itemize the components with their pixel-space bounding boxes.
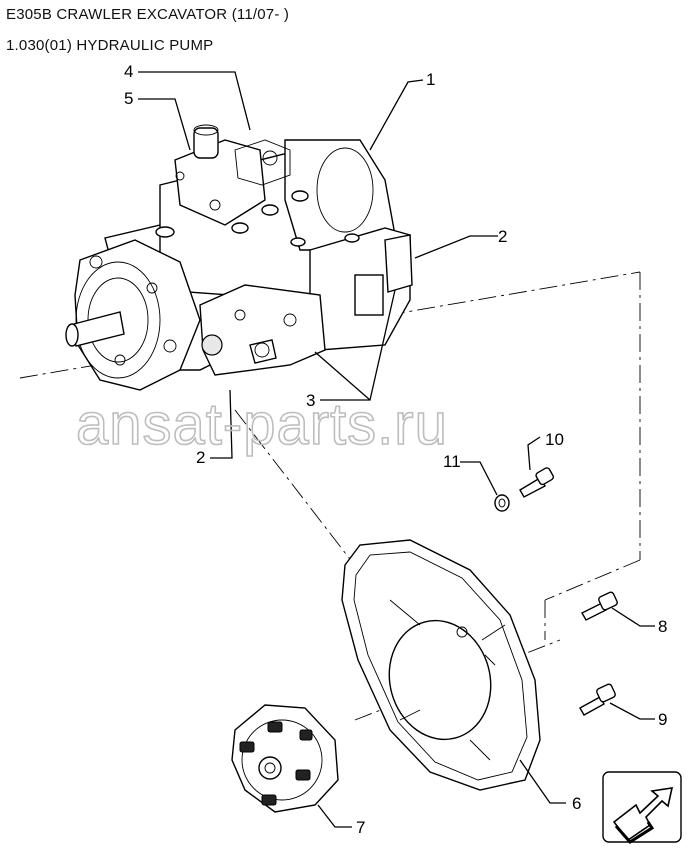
callout-7: 7 xyxy=(356,818,365,837)
callout-11: 11 xyxy=(443,452,461,471)
callout-10: 10 xyxy=(545,430,564,449)
callout-4: 4 xyxy=(124,62,133,81)
callout-8: 8 xyxy=(658,617,667,636)
callout-2: 2 xyxy=(498,227,507,246)
callout-6: 6 xyxy=(572,794,581,813)
hydraulic-pump-assembly xyxy=(65,124,413,391)
page-subtitle: 1.030(01) HYDRAULIC PUMP xyxy=(6,37,214,54)
callout-1: 1 xyxy=(426,70,435,89)
next-page-arrow-icon[interactable] xyxy=(602,771,682,844)
pump-mounting-flange xyxy=(341,539,541,791)
callout-5: 5 xyxy=(124,89,133,108)
bolt-8 xyxy=(581,591,618,621)
callout-2: 2 xyxy=(196,448,205,467)
leader-lines xyxy=(138,71,655,828)
flexible-coupling xyxy=(231,704,339,813)
watermark: ansat-parts.ru xyxy=(76,392,448,457)
page-title: E305B CRAWLER EXCAVATOR (11/07- ) xyxy=(6,6,290,23)
bolt-9 xyxy=(579,683,616,716)
callout-3: 3 xyxy=(306,391,315,410)
callout-9: 9 xyxy=(658,710,667,729)
bolt-10 xyxy=(519,467,555,498)
washer-11 xyxy=(494,494,510,512)
